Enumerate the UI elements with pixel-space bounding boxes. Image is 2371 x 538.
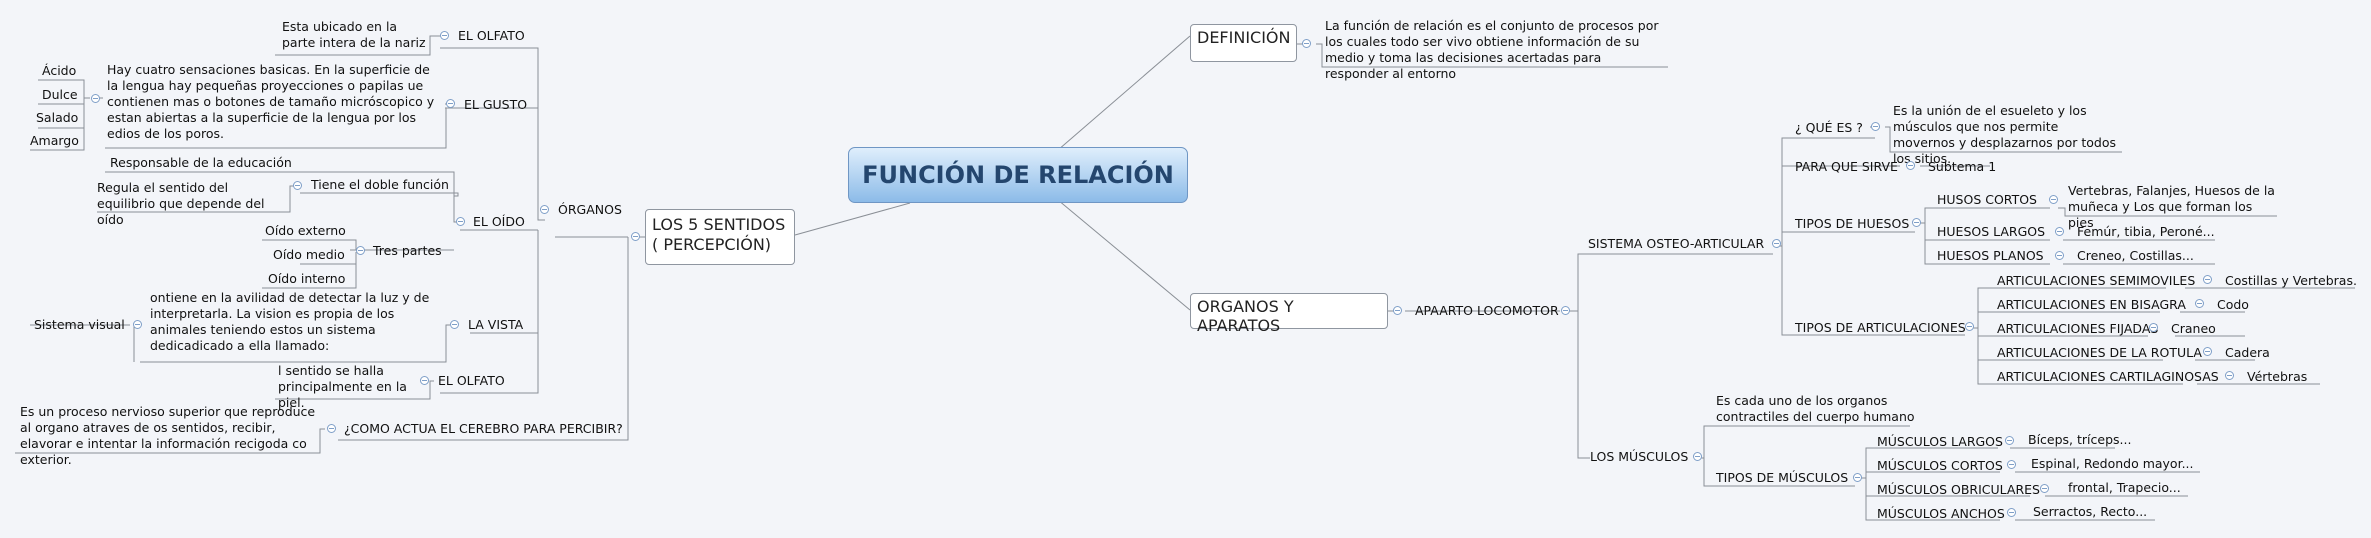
collapse-toggle-icon[interactable] bbox=[1871, 122, 1880, 131]
subtopic-osteo-articular[interactable]: SISTEMA OSTEO-ARTICULAR bbox=[1588, 236, 1765, 251]
collapse-toggle-icon[interactable] bbox=[2007, 460, 2016, 469]
musculo-value: frontal, Trapecio... bbox=[2068, 480, 2181, 495]
articulacion-value: Cadera bbox=[2225, 345, 2270, 360]
oido-responsable: Responsable de la educación bbox=[110, 155, 292, 170]
collapse-toggle-icon[interactable] bbox=[446, 99, 455, 108]
articulacion-value: Vértebras bbox=[2247, 369, 2308, 384]
collapse-toggle-icon[interactable] bbox=[1853, 473, 1862, 482]
sense-vista[interactable]: LA VISTA bbox=[468, 317, 524, 332]
subtopic-tipos-musculos[interactable]: TIPOS DE MÚSCULOS bbox=[1716, 470, 1849, 485]
oido-parte[interactable]: Oído interno bbox=[268, 271, 346, 286]
cerebro-text: Es un proceso nervioso superior que repr… bbox=[20, 404, 316, 467]
subtopic-para-que-sirve[interactable]: PARA QUE SIRVE bbox=[1795, 159, 1898, 174]
musculo-value: Espinal, Redondo mayor... bbox=[2031, 456, 2194, 471]
topic-organos-aparatos[interactable]: ORGANOS Y APARATOS bbox=[1190, 293, 1388, 335]
hueso-plano-value: Creneo, Costillas... bbox=[2077, 248, 2194, 263]
subtopic-cerebro[interactable]: ¿COMO ACTUA EL CEREBRO PARA PERCIBIR? bbox=[344, 421, 623, 436]
taste-item[interactable]: Ácido bbox=[42, 63, 77, 78]
subtema-label[interactable]: Subtema 1 bbox=[1928, 159, 1997, 174]
collapse-toggle-icon[interactable] bbox=[1393, 306, 1402, 315]
taste-item[interactable]: Salado bbox=[36, 110, 79, 125]
collapse-toggle-icon[interactable] bbox=[1561, 306, 1570, 315]
collapse-toggle-icon[interactable] bbox=[1906, 161, 1915, 170]
collapse-toggle-icon[interactable] bbox=[1912, 218, 1921, 227]
hueso-largo-label[interactable]: HUESOS LARGOS bbox=[1937, 224, 2046, 239]
collapse-toggle-icon[interactable] bbox=[91, 94, 100, 103]
collapse-toggle-icon[interactable] bbox=[2007, 508, 2016, 517]
collapse-toggle-icon[interactable] bbox=[2203, 347, 2212, 356]
collapse-toggle-icon[interactable] bbox=[440, 31, 449, 40]
subtopic-organos[interactable]: ÓRGANOS bbox=[558, 202, 622, 217]
hueso-largo-value: Femúr, tibia, Peroné... bbox=[2077, 224, 2215, 239]
collapse-toggle-icon[interactable] bbox=[420, 376, 429, 385]
hueso-plano-label[interactable]: HUESOS PLANOS bbox=[1937, 248, 2044, 263]
sense-tacto[interactable]: EL OLFATO bbox=[438, 373, 505, 388]
collapse-toggle-icon[interactable] bbox=[456, 217, 465, 226]
musculo-label[interactable]: MÚSCULOS OBRICULARES bbox=[1877, 482, 2040, 497]
taste-item[interactable]: Amargo bbox=[30, 133, 79, 148]
musculos-definition: Es cada uno de los organos contractiles … bbox=[1716, 393, 1915, 424]
collapse-toggle-icon[interactable] bbox=[631, 232, 640, 241]
articulacion-value: Codo bbox=[2217, 297, 2249, 312]
collapse-toggle-icon[interactable] bbox=[2040, 484, 2049, 493]
articulacion-label[interactable]: ARTICULACIONES DE LA ROTULA bbox=[1997, 345, 2202, 360]
collapse-toggle-icon[interactable] bbox=[356, 246, 365, 255]
collapse-toggle-icon[interactable] bbox=[2055, 251, 2064, 260]
articulacion-label[interactable]: ARTICULACIONES FIJADAS bbox=[1997, 321, 2159, 336]
sense-oido[interactable]: EL OÍDO bbox=[473, 214, 525, 229]
collapse-toggle-icon[interactable] bbox=[2225, 371, 2234, 380]
collapse-toggle-icon[interactable] bbox=[2149, 323, 2158, 332]
musculo-value: Bíceps, tríceps... bbox=[2028, 432, 2132, 447]
vista-sistema[interactable]: Sistema visual bbox=[34, 317, 125, 332]
collapse-toggle-icon[interactable] bbox=[1965, 322, 1974, 331]
taste-item[interactable]: Dulce bbox=[42, 87, 78, 102]
collapse-toggle-icon[interactable] bbox=[450, 320, 459, 329]
collapse-toggle-icon[interactable] bbox=[1772, 239, 1781, 248]
oido-tres-partes[interactable]: Tres partes bbox=[373, 243, 442, 258]
musculo-label[interactable]: MÚSCULOS LARGOS bbox=[1877, 434, 2003, 449]
subtopic-los-musculos[interactable]: LOS MÚSCULOS bbox=[1590, 449, 1689, 464]
collapse-toggle-icon[interactable] bbox=[293, 181, 302, 190]
collapse-toggle-icon[interactable] bbox=[133, 320, 142, 329]
articulacion-label[interactable]: ARTICULACIONES CARTILAGINOSAS bbox=[1997, 369, 2219, 384]
sense-olfato[interactable]: EL OLFATO bbox=[458, 28, 525, 43]
collapse-toggle-icon[interactable] bbox=[2195, 299, 2204, 308]
musculo-label[interactable]: MÚSCULOS ANCHOS bbox=[1877, 506, 2005, 521]
collapse-toggle-icon[interactable] bbox=[2055, 227, 2064, 236]
oido-parte[interactable]: Oído medio bbox=[273, 247, 345, 262]
articulacion-value: Costillas y Vertebras. bbox=[2225, 273, 2357, 288]
collapse-toggle-icon[interactable] bbox=[327, 424, 336, 433]
collapse-toggle-icon[interactable] bbox=[1302, 39, 1311, 48]
tacto-text: l sentido se halla principalmente en la … bbox=[278, 363, 407, 410]
definicion-text: La función de relación es el conjunto de… bbox=[1325, 18, 1659, 81]
musculo-label[interactable]: MÚSCULOS CORTOS bbox=[1877, 458, 2003, 473]
articulacion-label[interactable]: ARTICULACIONES SEMIMOVILES bbox=[1997, 273, 2196, 288]
subtopic-tipos-huesos[interactable]: TIPOS DE HUESOS bbox=[1795, 216, 1910, 231]
vista-text: ontiene en la avilidad de detectar la lu… bbox=[150, 290, 430, 353]
collapse-toggle-icon[interactable] bbox=[540, 205, 549, 214]
articulacion-label[interactable]: ARTICULACIONES EN BISAGRA bbox=[1997, 297, 2186, 312]
subtopic-aparato-locomotor[interactable]: APAARTO LOCOMOTOR bbox=[1415, 303, 1559, 318]
hueso-corto-label[interactable]: HUSOS CORTOS bbox=[1937, 192, 2037, 207]
oido-equilibrio: Regula el sentido del equilibrio que dep… bbox=[97, 180, 265, 227]
musculo-value: Serractos, Recto... bbox=[2033, 504, 2148, 519]
topic-definicion[interactable]: DEFINICIÓN bbox=[1190, 24, 1297, 62]
oido-doble-funcion[interactable]: Tiene el doble función bbox=[311, 177, 449, 192]
subtopic-tipos-articulaciones[interactable]: TIPOS DE ARTICULACIONES bbox=[1795, 320, 1966, 335]
articulacion-value: Craneo bbox=[2171, 321, 2216, 336]
sense-gusto[interactable]: EL GUSTO bbox=[464, 97, 528, 112]
hueso-corto-value: Vertebras, Falanjes, Huesos de la muñeca… bbox=[2068, 183, 2275, 230]
collapse-toggle-icon[interactable] bbox=[2049, 195, 2058, 204]
central-topic[interactable]: FUNCIÓN DE RELACIÓN bbox=[848, 147, 1188, 203]
olfato-text: Esta ubicado en la parte intera de la na… bbox=[282, 19, 426, 50]
subtopic-que-es[interactable]: ¿ QUÉ ES ? bbox=[1795, 120, 1863, 135]
topic-cinco-sentidos[interactable]: LOS 5 SENTIDOS ( PERCEPCIÓN) bbox=[645, 209, 795, 265]
collapse-toggle-icon[interactable] bbox=[2005, 436, 2014, 445]
collapse-toggle-icon[interactable] bbox=[2203, 275, 2212, 284]
gusto-text: Hay cuatro sensaciones basicas. En la su… bbox=[107, 62, 435, 141]
collapse-toggle-icon[interactable] bbox=[1693, 452, 1702, 461]
oido-parte[interactable]: Oído externo bbox=[265, 223, 346, 238]
que-es-text: Es la unión de el esueleto y los músculo… bbox=[1893, 103, 2116, 166]
